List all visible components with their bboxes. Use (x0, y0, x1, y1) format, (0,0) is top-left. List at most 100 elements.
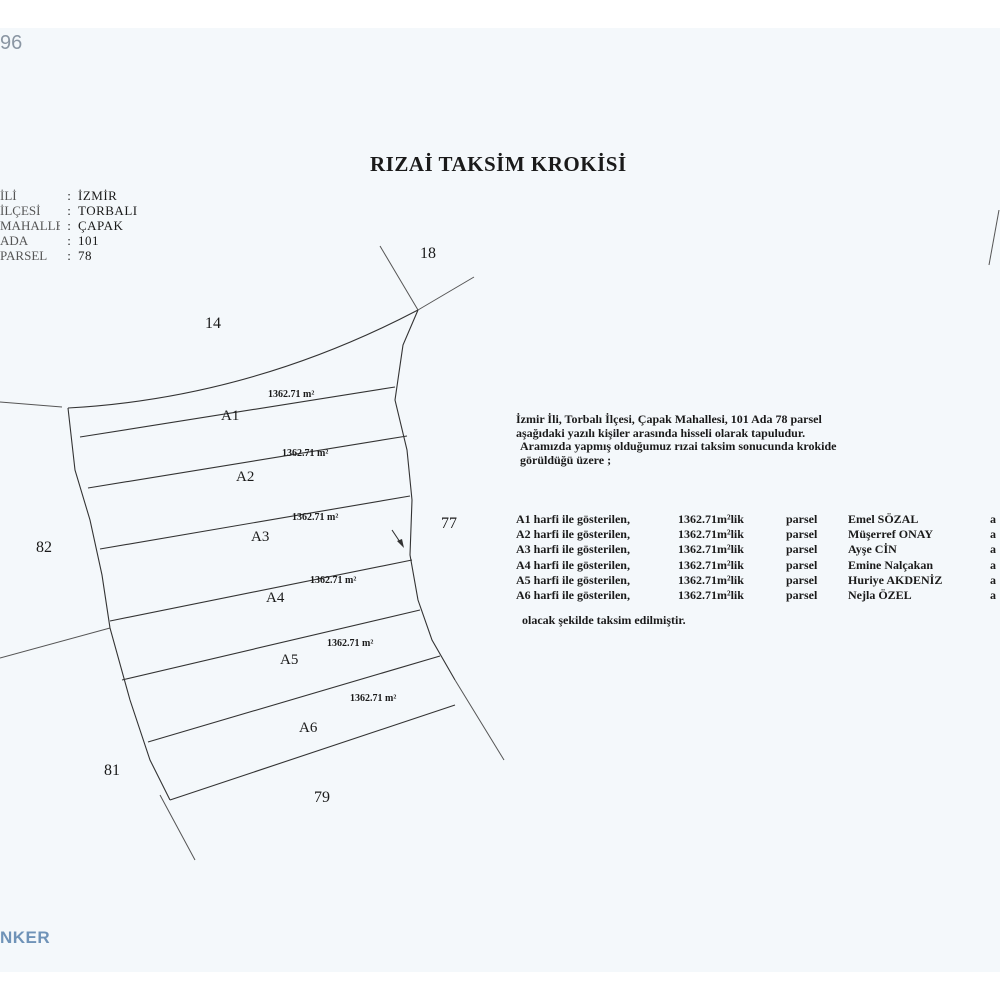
neighbor-parcel-14: 14 (205, 315, 221, 332)
intro-line: İzmir İli, Torbalı İlçesi, Çapak Mahalle… (516, 412, 822, 426)
info-value: İZMİR (78, 188, 118, 203)
share-owner: Emine Nalçakan (848, 557, 934, 572)
neighbor-parcel-81: 81 (104, 762, 120, 779)
lot-divider (99, 495, 411, 550)
lot-area: 1362.71 m² (268, 389, 314, 400)
share-area: 1362.71m²lik (678, 512, 744, 526)
arrow-head-icon (397, 539, 404, 548)
lot-area: 1362.71 m² (327, 638, 373, 649)
lot-label: A4 (266, 590, 285, 606)
neighbor-parcel-82: 82 (36, 539, 52, 556)
closing-line: olacak şekilde taksim edilmiştir. (522, 613, 686, 627)
document-title: RIZAİ TAKSİM KROKİSİ (370, 152, 627, 176)
description-paragraph: İzmir İli, Torbalı İlçesi, Çapak Mahalle… (516, 412, 972, 467)
info-label: ADA (0, 233, 29, 248)
lot-label: A1 (221, 408, 239, 424)
boundary-line (159, 794, 196, 861)
lot-label: A5 (280, 652, 298, 668)
share-row: A6 harfi ile gösterilen, 1362.71m²lik pa… (516, 588, 1000, 603)
share-tail: a (990, 542, 996, 557)
share-row: A1 harfi ile gösterilen, 1362.71m²lik pa… (516, 512, 1000, 527)
info-row-province: İLİ:İZMİR (0, 188, 118, 203)
share-area: 1362.71m²lik (678, 572, 744, 587)
info-label: PARSEL (0, 248, 48, 263)
info-value: ÇAPAK (78, 218, 124, 233)
share-list: A1 harfi ile gösterilen, 1362.71m²lik pa… (516, 512, 1000, 603)
share-desc: A4 harfi ile gösterilen, (516, 557, 630, 572)
share-tail: a (990, 572, 996, 587)
boundary-line (0, 401, 63, 408)
share-area: 1362.71m²lik (678, 527, 744, 542)
boundary-line (379, 245, 419, 311)
share-desc: A6 harfi ile gösterilen, (516, 587, 630, 602)
share-owner: Huriye AKDENİZ (848, 572, 943, 587)
info-row-neighborhood: MAHALLESİ:ÇAPAK (0, 218, 124, 233)
share-tail: a (990, 512, 996, 526)
parcel-east-boundary (394, 309, 456, 681)
lot-divider (147, 655, 441, 743)
page-number: 96 (0, 32, 23, 54)
share-type: parsel (786, 527, 818, 542)
share-area: 1362.71m²lik (678, 587, 744, 602)
share-desc: A5 harfi ile gösterilen, (516, 572, 630, 587)
share-owner: Ayşe CİN (848, 542, 897, 557)
parcel-west-boundary (67, 407, 171, 801)
intro-line: görüldüğü üzere ; (520, 452, 612, 467)
info-label: MAHALLESİ (0, 218, 60, 233)
north-arrow-fragment-icon (988, 210, 1000, 266)
share-row: A4 harfi ile gösterilen, 1362.71m²lik pa… (516, 558, 1000, 573)
share-owner: Nejla ÖZEL (848, 587, 912, 602)
share-tail: a (990, 587, 996, 602)
lot-area: 1362.71 m² (292, 512, 338, 523)
share-type: parsel (786, 557, 818, 572)
neighbor-parcel-79: 79 (314, 789, 330, 806)
intro-line: aşağıdaki yazılı kişiler arasında hissel… (516, 425, 806, 440)
lot-divider (79, 386, 396, 438)
watermark-logo: NKER (0, 928, 51, 947)
info-row-district: İLÇESİ:TORBALI (0, 203, 138, 218)
neighbor-parcel-77: 77 (441, 515, 457, 532)
info-row-parcel: PARSEL:78 (0, 248, 92, 263)
lot-divider (87, 435, 408, 489)
lot-label: A6 (299, 720, 318, 736)
info-row-block: ADA:101 (0, 233, 99, 248)
boundary-line (0, 627, 111, 659)
share-desc: A2 harfi ile gösterilen, (516, 527, 630, 542)
info-value: TORBALI (78, 203, 138, 218)
share-type: parsel (786, 542, 818, 557)
parcel-north-boundary (67, 309, 419, 409)
share-desc: A1 harfi ile gösterilen, (516, 512, 630, 526)
share-type: parsel (786, 587, 818, 602)
boundary-line (417, 276, 475, 311)
info-value: 78 (78, 248, 92, 263)
boundary-line (454, 679, 505, 761)
share-row: A3 harfi ile gösterilen, 1362.71m²lik pa… (516, 542, 1000, 557)
share-tail: a (990, 527, 996, 542)
parcel-south-boundary (169, 704, 456, 801)
share-area: 1362.71m²lik (678, 557, 744, 572)
neighbor-parcel-18: 18 (420, 245, 436, 262)
document-sheet (0, 28, 1000, 972)
info-label: İLİ (0, 188, 17, 203)
intro-line: Aramızda yapmış olduğumuz rızai taksim s… (520, 439, 837, 453)
share-owner: Müşerref ONAY (848, 527, 933, 542)
share-tail: a (990, 557, 996, 572)
share-desc: A3 harfi ile gösterilen, (516, 542, 630, 557)
parcel-info: İLİ:İZMİR İLÇESİ:TORBALI MAHALLESİ:ÇAPAK… (0, 188, 138, 263)
lot-area: 1362.71 m² (310, 575, 356, 586)
info-label: İLÇESİ (0, 203, 41, 218)
lot-divider (121, 609, 421, 681)
lot-label: A2 (236, 469, 254, 485)
lot-area: 1362.71 m² (282, 448, 328, 459)
share-owner: Emel SÖZAL (848, 512, 919, 526)
info-value: 101 (78, 233, 99, 248)
lot-divider (109, 559, 413, 622)
lot-area: 1362.71 m² (350, 693, 396, 704)
share-area: 1362.71m²lik (678, 542, 744, 557)
share-row: A5 harfi ile gösterilen, 1362.71m²lik pa… (516, 573, 1000, 588)
share-type: parsel (786, 512, 818, 526)
lot-label: A3 (251, 529, 269, 545)
share-type: parsel (786, 572, 818, 587)
share-row: A2 harfi ile gösterilen, 1362.71m²lik pa… (516, 527, 1000, 542)
